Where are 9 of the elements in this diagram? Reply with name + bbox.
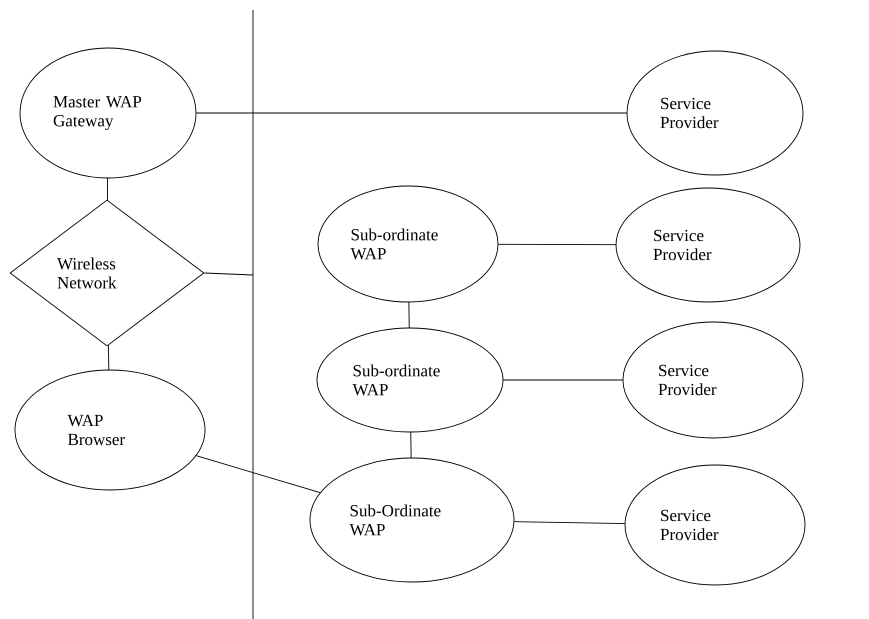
connector-line xyxy=(408,302,410,328)
connector-line xyxy=(514,521,626,524)
connector-line xyxy=(498,244,616,246)
connector-line xyxy=(108,344,110,370)
connector-line xyxy=(410,432,412,458)
connector-line xyxy=(196,455,320,494)
connector-line xyxy=(204,272,254,276)
connector-line xyxy=(196,112,627,114)
connector-line xyxy=(107,178,108,200)
